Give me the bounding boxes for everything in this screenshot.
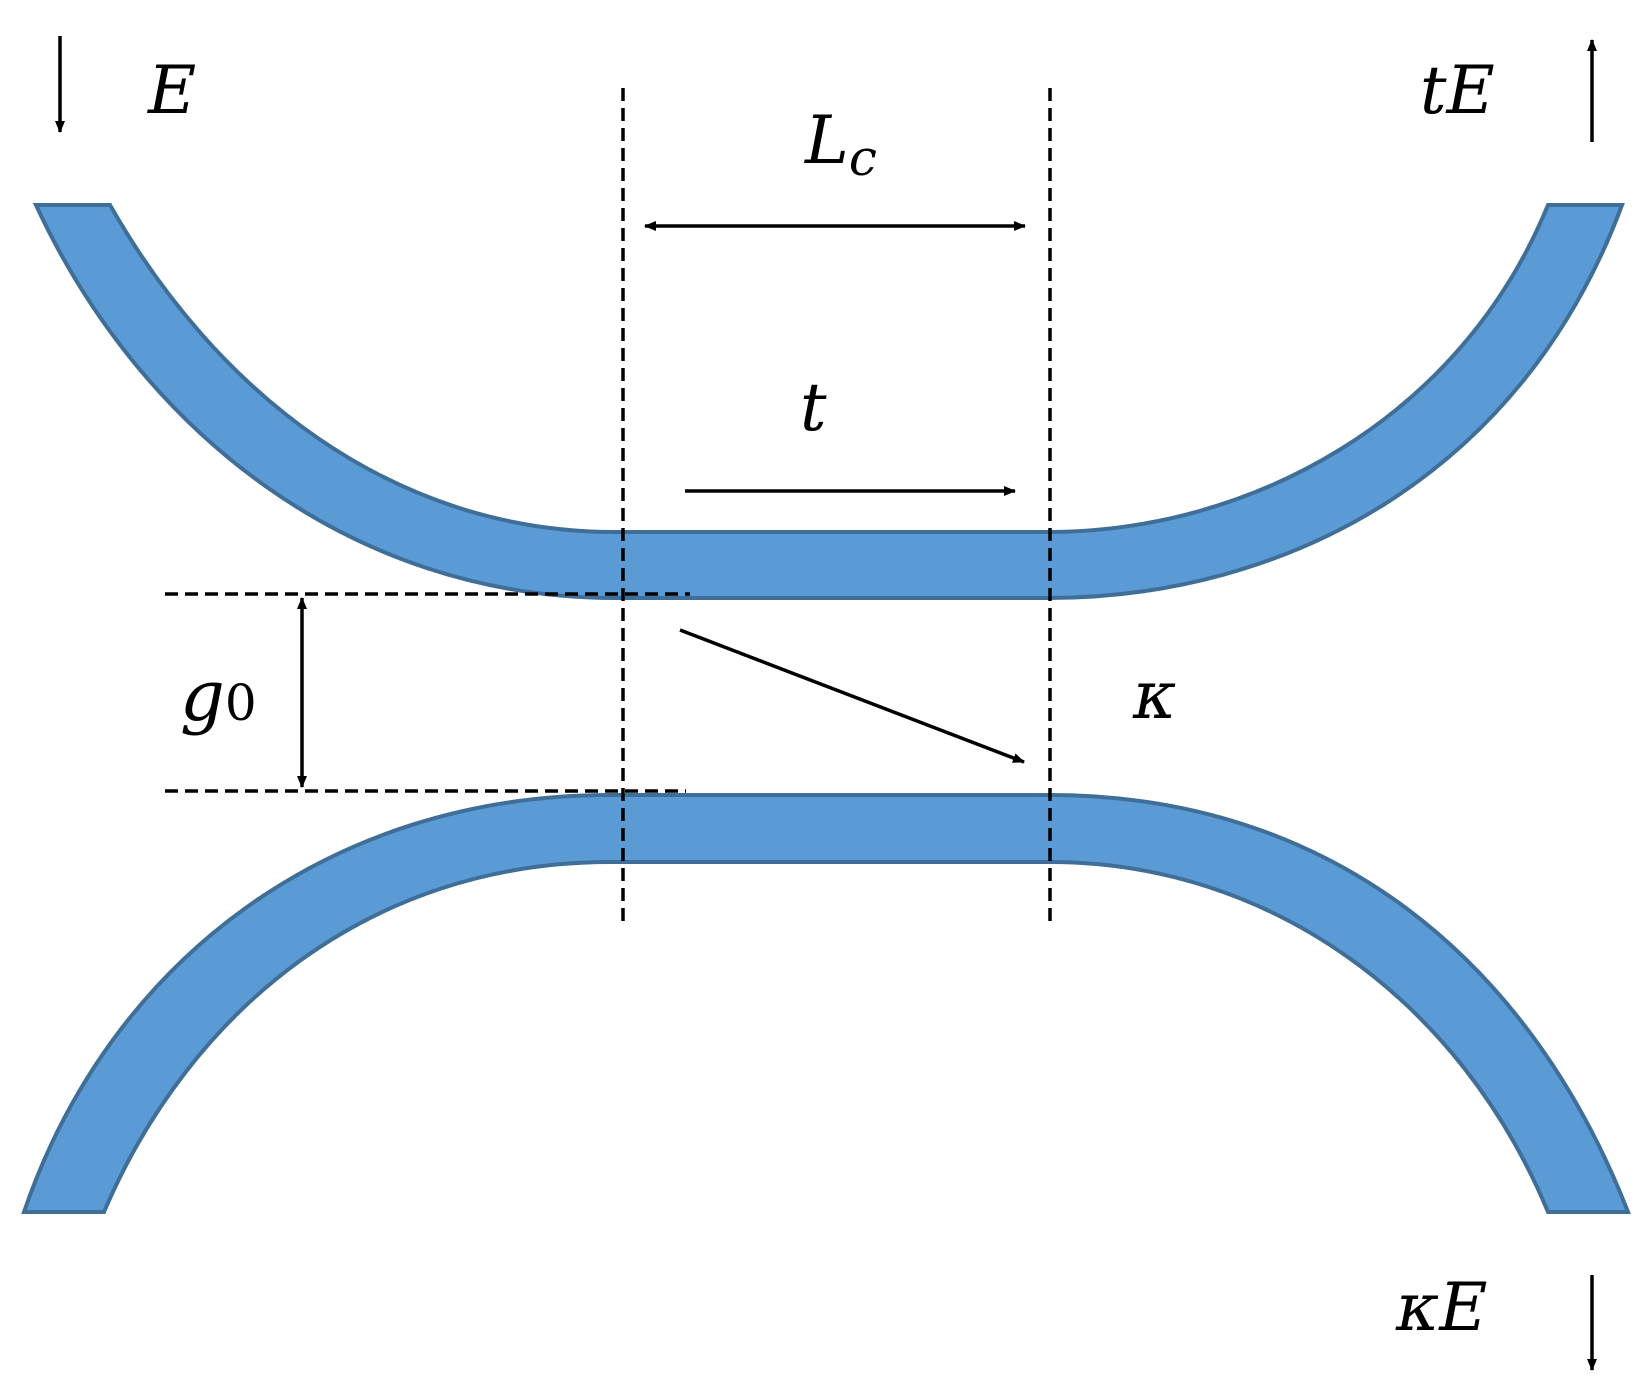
coupling-coeff-label: κ xyxy=(1132,657,1176,734)
lower-waveguide xyxy=(21,793,1631,1214)
coupled-field-label: κE xyxy=(1395,1269,1487,1346)
transmitted-field-label: tE xyxy=(1420,52,1495,129)
transmission-coeff-label: t xyxy=(800,369,827,446)
coupling-arrow xyxy=(679,628,1025,764)
gap-subscript: 0 xyxy=(225,674,257,732)
coupling-length-subscript: c xyxy=(849,129,877,187)
gap-base: g xyxy=(180,655,225,737)
coupling-length-base: L xyxy=(804,102,849,179)
input-field-label: E xyxy=(147,52,196,129)
upper-waveguide xyxy=(32,203,1625,600)
gap-label: g0 xyxy=(180,655,257,737)
coupling-length-label: Lc xyxy=(804,102,877,187)
